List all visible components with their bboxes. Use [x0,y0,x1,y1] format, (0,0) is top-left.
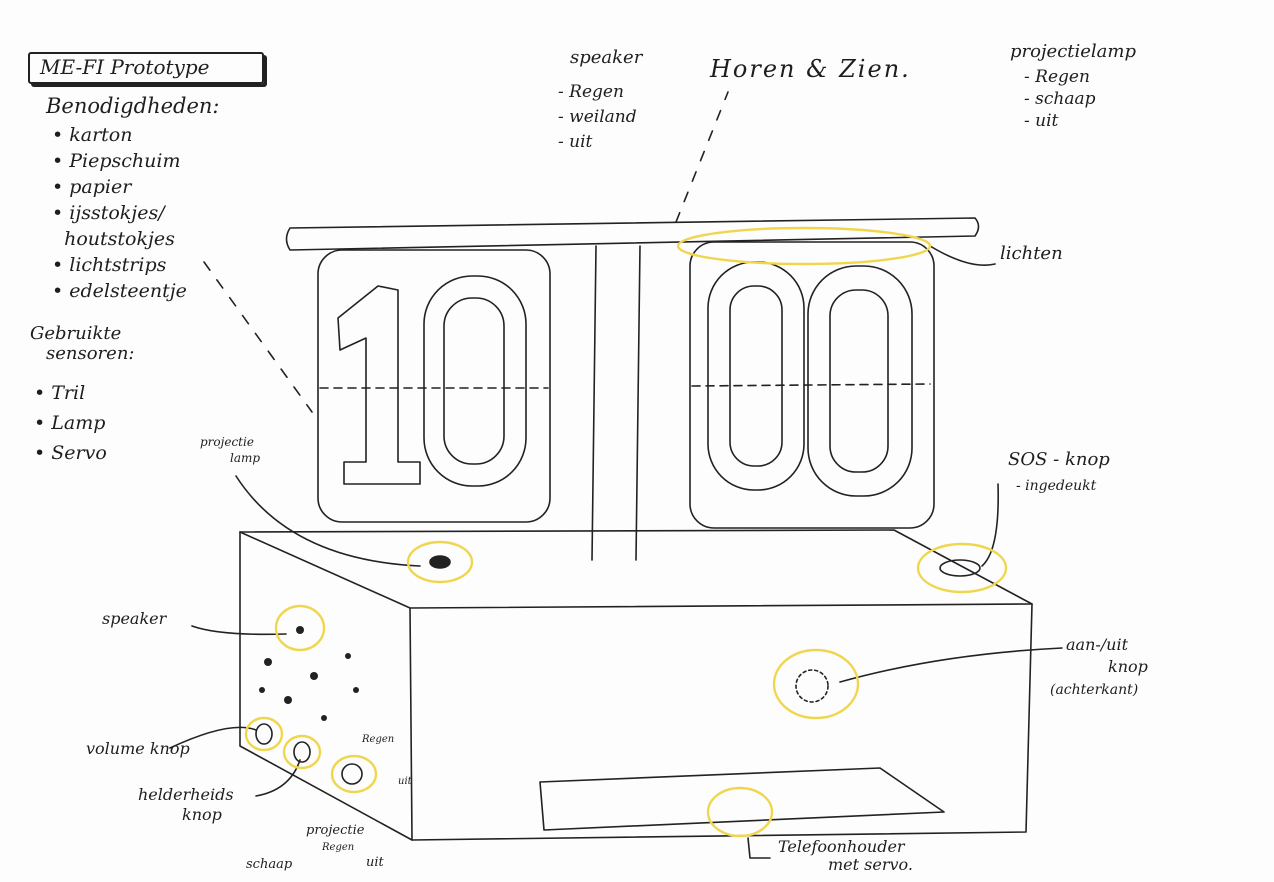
top-bar [287,218,979,250]
sensor-item: • Servo [34,438,107,468]
projectie-lamp-label-2: lamp [230,452,260,466]
title: ME-FI Prototype [40,56,209,79]
phone-holder [540,768,944,830]
base-box [240,530,1032,840]
lights-highlight [678,228,930,264]
projectie-regen-label: Regen [322,842,354,854]
speaker-options: - Regen - weiland - uit [558,80,637,155]
aanuit-label-1: aan-/uit [1066,636,1128,654]
projectie-lamp-label-1: projectie [200,436,254,450]
needs-item: houtstokjes [52,226,187,252]
helderheid-label-1: helderheids [138,786,234,804]
needs-item: • lichtstrips [52,252,187,278]
digit-zero-left [424,276,526,486]
clock-minutes: 00 [800,520,801,521]
lamp-options: - Regen - schaap - uit [1024,66,1096,132]
needs-item: • papier [52,174,187,200]
sensor-item: • Tril [34,378,107,408]
speaker-option: - weiland [558,105,637,130]
sensors-heading-2: sensoren: [46,344,134,365]
knob-uit-label: uit [398,776,412,788]
aanuit-label-2: knop [1108,658,1148,676]
knob-regen-label: Regen [362,734,394,746]
center-post [592,246,640,560]
sensor-item: • Lamp [34,408,107,438]
needs-item: • karton [52,122,187,148]
telefoon-label-1: Telefoonhouder [778,838,905,856]
sos-label-1: SOS - knop [1008,450,1110,471]
helderheid-label-2: knop [182,806,222,824]
sos-label-2: - ingedeukt [1016,478,1096,494]
clock-hours: 10 [420,520,421,521]
digit-one [338,286,420,484]
sos-button-shape [940,560,980,576]
aanuit-label-3: (achterkant) [1050,682,1138,698]
digit-zero-mid [708,262,804,490]
needs-item: • Piepschuim [52,148,187,174]
top-center-label: Horen & Zien. [710,56,911,84]
telefoon-label-2: met servo. [828,856,913,874]
lamp-option: - schaap [1024,88,1096,110]
lamp-option: - Regen [1024,66,1096,88]
speaker-option: - uit [558,130,637,155]
needs-list: • karton • Piepschuim • papier • ijsstok… [52,122,187,304]
projectie-uit-label: uit [366,856,384,871]
schaap-label: schaap [246,858,292,873]
lichten-label: lichten [1000,244,1063,265]
needs-heading: Benodigdheden: [46,94,220,118]
lamp-option: - uit [1024,110,1096,132]
speaker-option: - Regen [558,80,637,105]
sensors-list: • Tril • Lamp • Servo [34,378,107,468]
speaker-label: speaker [102,610,166,628]
projectie-small-label: projectie [306,824,364,839]
top-lamp-label: projectielamp [1010,42,1136,63]
left-flip-card [318,250,550,522]
digit-zero-right [808,266,912,496]
needs-item: • edelsteentje [52,278,187,304]
needs-item: • ijsstokjes/ [52,200,187,226]
top-speaker-label: speaker [570,48,642,69]
sensors-heading-1: Gebruikte [30,324,121,345]
volume-label: volume knop [86,740,190,758]
